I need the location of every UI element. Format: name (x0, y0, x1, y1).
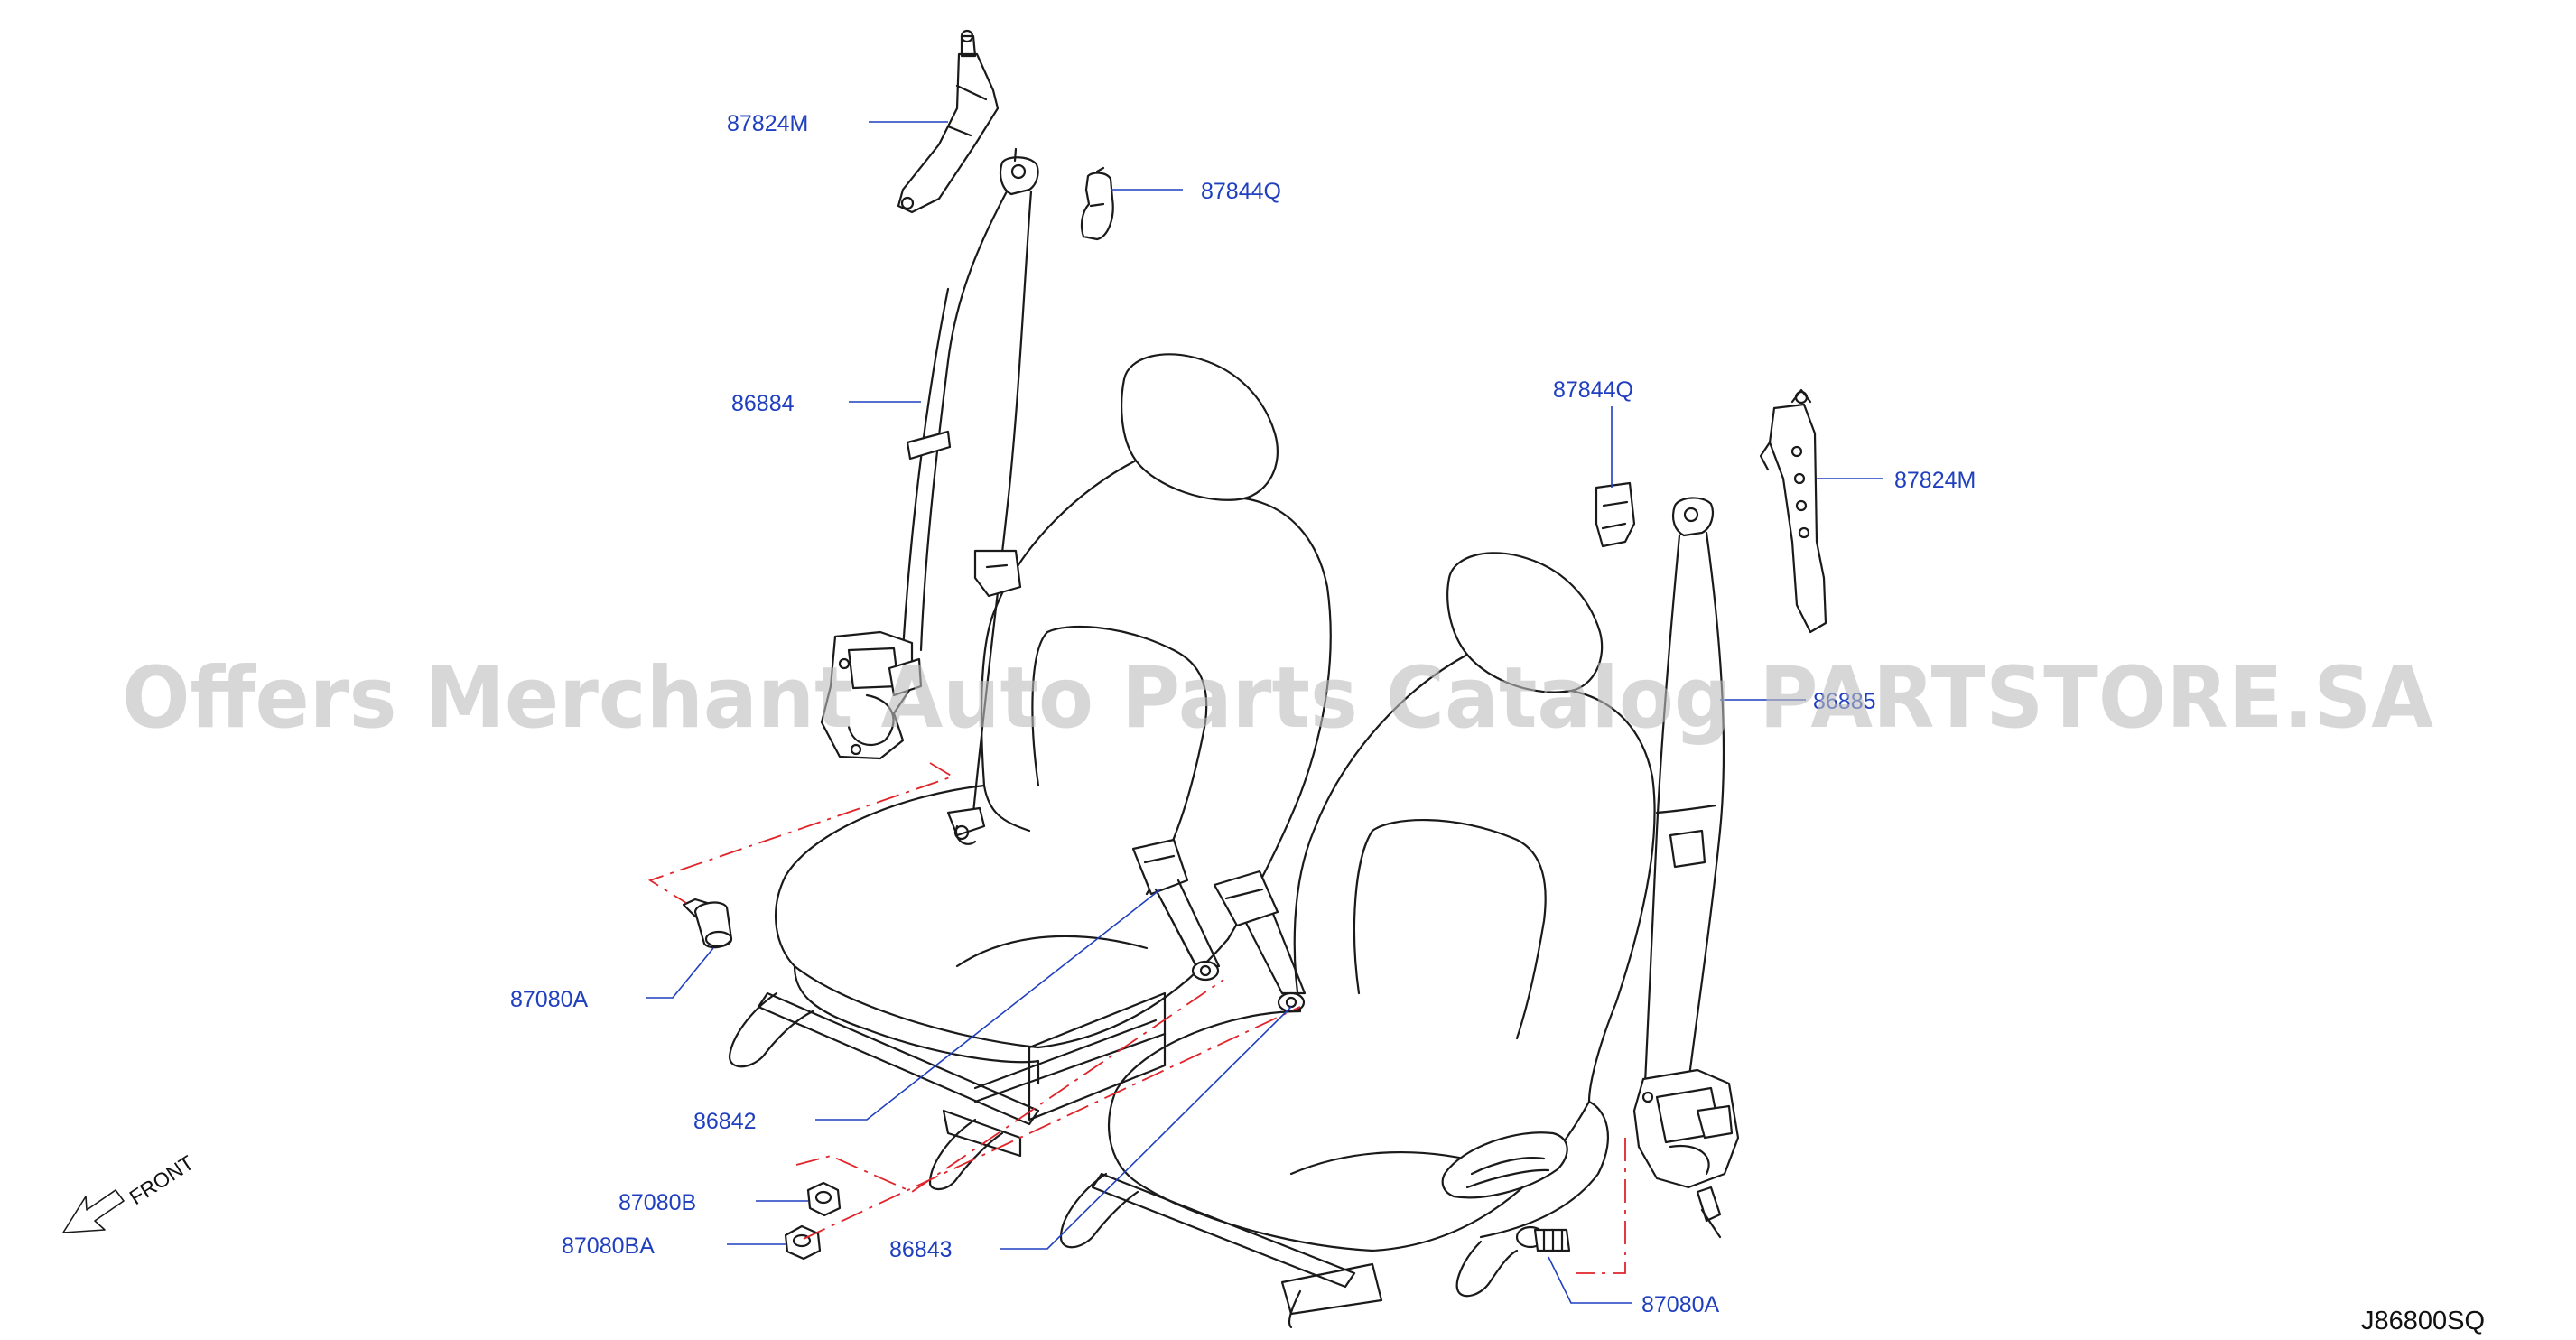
part-label-86843: 86843 (889, 1237, 953, 1262)
part-label-87824m-left: 87824M (727, 111, 808, 136)
part-label-86884: 86884 (731, 391, 795, 416)
part-label-87080a-left: 87080A (510, 987, 589, 1012)
part-label-87844q-left: 87844Q (1201, 179, 1281, 204)
right-belt-assembly (1515, 388, 1827, 1252)
nut-parts (784, 1181, 842, 1261)
diagram-code: J86800SQ (2361, 1307, 2485, 1335)
right-seat-drawing (1059, 552, 1656, 1329)
part-label-87824m-right: 87824M (1894, 468, 1976, 493)
alignment-dashed-lines (647, 762, 1626, 1274)
part-label-87080ba: 87080BA (562, 1233, 655, 1259)
part-label-86842: 86842 (693, 1109, 757, 1134)
leader-lines (646, 121, 1883, 1304)
watermark-text: Offers Merchant Auto Parts Catalog PARTS… (122, 649, 2433, 748)
front-label: FRONT (126, 1150, 199, 1209)
part-labels: 87824M 87844Q 86884 87844Q 87824M 86885 … (510, 111, 1976, 1317)
front-direction-indicator: FRONT (62, 1150, 199, 1233)
part-label-87844q-right: 87844Q (1553, 377, 1633, 403)
left-seat-drawing (728, 353, 1332, 1190)
part-label-87080b: 87080B (618, 1190, 696, 1215)
part-label-87080a-right: 87080A (1641, 1292, 1720, 1317)
buckle-assemblies (1131, 838, 1307, 1013)
front-arrow-icon (62, 1189, 125, 1233)
left-belt-assembly (682, 29, 1114, 949)
part-label-86885: 86885 (1813, 689, 1876, 714)
